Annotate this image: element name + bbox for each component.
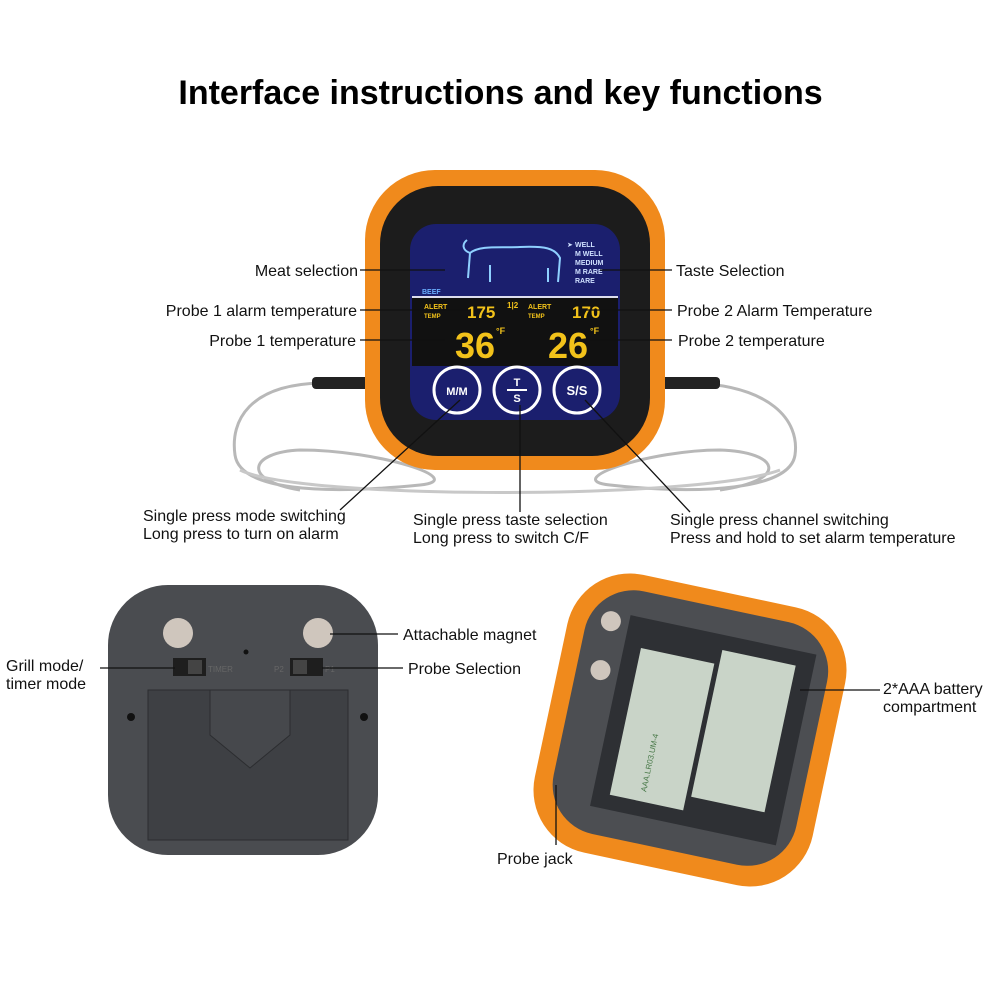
- leader-lines: [339, 269, 691, 513]
- thermometer-back: [108, 585, 378, 855]
- meat-type: BEEF: [422, 289, 441, 296]
- battery-icon: [691, 649, 796, 813]
- switch-label-timer: TIMER: [208, 665, 233, 674]
- label-grill-mode-1: Grill mode/: [6, 658, 84, 675]
- label-probe1-alarm: Probe 1 alarm temperature: [166, 303, 357, 320]
- svg-text:S: S: [513, 393, 520, 405]
- taste-button[interactable]: T S: [492, 365, 542, 415]
- label-channel-button-1: Single press channel switching: [670, 512, 889, 529]
- taste-level: M WELL: [575, 251, 603, 258]
- battery-icon: [609, 648, 715, 811]
- probe1-temp-value: 36: [455, 325, 495, 366]
- label-channel-button-2: Press and hold to set alarm temperature: [670, 530, 956, 547]
- unit: °F: [496, 326, 506, 336]
- label-probe2-temp: Probe 2 temperature: [678, 333, 825, 350]
- alert-label: ALERT: [528, 304, 552, 311]
- switch-label-p1: P1: [325, 665, 335, 674]
- label-meat-selection: Meat selection: [255, 263, 358, 280]
- label-taste-selection: Taste Selection: [676, 263, 785, 280]
- switch-label-p2: P2: [274, 665, 284, 674]
- taste-level: WELL: [575, 242, 596, 249]
- alert-label: ALERT: [424, 304, 448, 311]
- svg-text:S/S: S/S: [567, 383, 588, 398]
- temp-label: TEMP: [424, 314, 441, 320]
- thermometer-front: [365, 170, 665, 470]
- label-probe1-temp: Probe 1 temperature: [209, 333, 356, 350]
- probe-cables: [232, 381, 798, 494]
- taste-level: M RARE: [575, 269, 603, 276]
- label-probe-jack: Probe jack: [497, 851, 574, 868]
- probe1-plug: [312, 377, 372, 389]
- probe2-alarm-value: 170: [572, 303, 600, 322]
- channel-button[interactable]: S/S: [552, 365, 602, 415]
- svg-text:M/M: M/M: [446, 386, 467, 398]
- label-mode-button-1: Single press mode switching: [143, 508, 346, 525]
- label-magnet: Attachable magnet: [403, 627, 537, 644]
- cow-icon: [462, 239, 562, 283]
- svg-text:T: T: [514, 377, 521, 389]
- probe2-temp-value: 26: [548, 325, 588, 366]
- probe2-plug: [660, 377, 720, 389]
- label-battery-1: 2*AAA battery: [883, 681, 983, 698]
- label-taste-button-2: Long press to switch C/F: [413, 530, 589, 547]
- thermometer-battery-open: AAA.LR03.UM-4: [533, 573, 847, 887]
- mode-button[interactable]: M/M: [432, 365, 482, 415]
- temp-label: TEMP: [528, 314, 545, 320]
- taste-pointer-icon: ➤: [567, 242, 573, 249]
- probe1-alarm-value: 175: [467, 303, 495, 322]
- page-title: Interface instructions and key functions: [178, 74, 823, 112]
- label-probe-selection: Probe Selection: [408, 661, 521, 678]
- taste-level: RARE: [575, 278, 595, 285]
- unit: °F: [590, 326, 600, 336]
- label-taste-button-1: Single press taste selection: [413, 512, 608, 529]
- label-grill-mode-2: timer mode: [6, 676, 86, 693]
- leader-lines-back: [100, 633, 880, 845]
- channel-indicator: 1|2: [507, 301, 519, 310]
- magnet-icon: [303, 618, 333, 648]
- label-battery-2: compartment: [883, 699, 977, 716]
- magnet-icon: [163, 618, 193, 648]
- label-mode-button-2: Long press to turn on alarm: [143, 526, 339, 543]
- taste-level: MEDIUM: [575, 260, 604, 267]
- label-probe2-alarm: Probe 2 Alarm Temperature: [677, 303, 872, 320]
